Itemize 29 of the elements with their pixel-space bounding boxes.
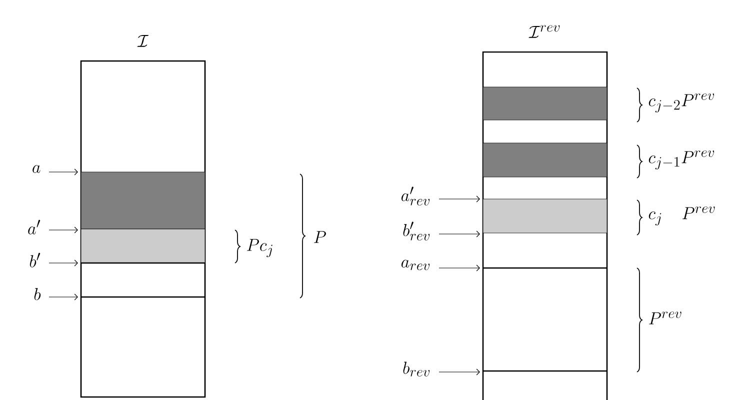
pointer-label: $a_{rev}$	[402, 260, 430, 270]
arrow	[438, 264, 480, 272]
shaded-band	[482, 198, 608, 234]
brace-label: $P$	[314, 231, 326, 243]
arrow	[438, 230, 480, 238]
shaded-band	[80, 228, 206, 264]
brace-label: $P^{rev}$	[649, 312, 682, 324]
node-label: $\mathcal{I}^{rev}$	[528, 25, 560, 38]
pointer-label: $b'$	[30, 252, 40, 268]
brace-label: $c_{j-2}P^{rev}$	[648, 93, 714, 113]
pointer-label: $b'_{rev}$	[403, 222, 430, 240]
shaded-band	[482, 142, 608, 178]
arrow	[438, 196, 480, 202]
shaded-band	[80, 172, 206, 230]
pointer-label: $a'$	[28, 220, 40, 234]
arrow	[48, 168, 78, 176]
brace-label: $Pc_j$	[247, 238, 272, 258]
node-label: $\mathcal{I}$	[137, 35, 149, 47]
brace-label: $c_{j-1}P^{rev}$	[648, 150, 714, 170]
pointer-label: $a$	[32, 165, 40, 173]
pointer-label: $b_{rev}$	[403, 362, 430, 376]
pointer-label: $a'_{rev}$	[402, 186, 430, 206]
brace-label: $c_j\quad P^{rev}$	[648, 206, 715, 226]
arrow	[48, 226, 78, 234]
arrow	[438, 368, 480, 376]
arrow	[48, 260, 78, 266]
shaded-band	[482, 86, 608, 120]
arrow	[48, 294, 78, 300]
pointer-label: $b$	[34, 288, 41, 300]
